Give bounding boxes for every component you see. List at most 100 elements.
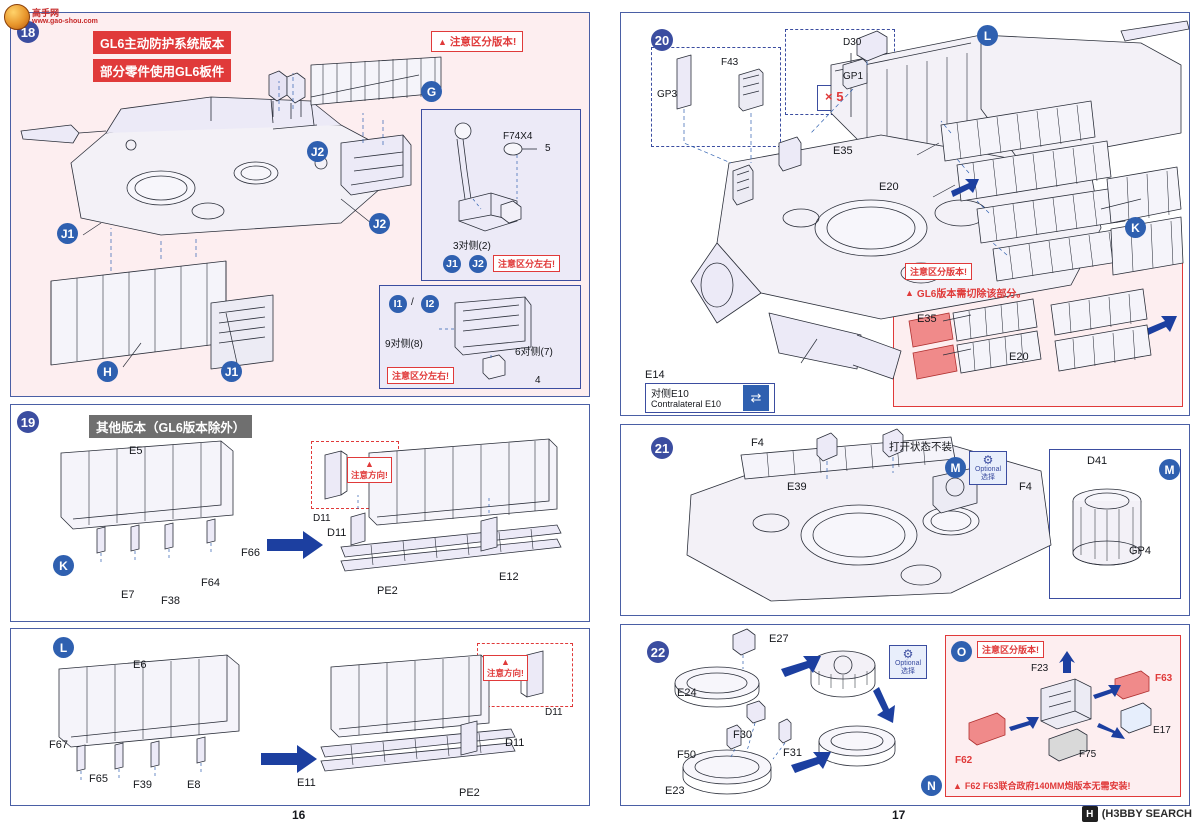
callout-l-right: L [977,25,998,46]
mirror-icon: ⇄ [743,385,769,411]
callout-i1-inset: I1 [389,295,407,313]
step-20-cut-note: ▲ GL6版本需切除该部分。 [905,287,1027,301]
callout-j2-inset: J2 [469,255,487,273]
label-e24: E24 [677,687,697,699]
label-e11: E11 [297,777,316,789]
watermark-right-text: (H3BBY SEARCH [1101,808,1192,820]
step-21-number: 21 [651,437,673,459]
step-20-number: 20 [651,29,673,51]
step-20-panel: 20 L K GP3 F43 D30 GP1 × 5 E35 E20 E14 对… [620,12,1190,416]
step-18-artwork [20,56,442,370]
label-d41: D41 [1087,455,1108,467]
warning-triangle-icon: ▲ [438,36,447,47]
step-22-optional-badge: ⚙ Optional 选择 [889,645,927,679]
callout-h: H [97,361,118,382]
label-f4-b: F4 [1019,481,1032,493]
label-d30: D30 [843,37,862,48]
label-e8: E8 [187,779,201,791]
label-f63: F63 [1155,673,1173,684]
label-f38: F38 [161,595,180,607]
step-18-panel: 18 GL6主动防护系统版本 部分零件使用GL6板件 ▲ 注意区分版本! G J… [10,12,590,397]
callout-k: K [53,555,74,576]
globe-icon [4,4,30,30]
label-f62: F62 [955,755,973,766]
step-22-artwork [674,628,896,795]
label-f4-a: F4 [751,437,764,449]
gear-icon: ⚙ [982,453,994,468]
callout-m-inset: M [1159,459,1180,480]
left-page-number: 16 [292,808,306,822]
label-e27: E27 [769,633,789,645]
part-5-label: 5 [545,143,551,154]
label-e5: E5 [129,445,143,457]
label-gp3: GP3 [657,89,678,100]
callout-j1-left: J1 [57,223,78,244]
callout-j1-bottom: J1 [221,361,242,382]
step-18-inset-a [421,109,581,281]
step-20-gp3-inset [651,47,781,147]
multiplier-label: × 5 [825,89,844,104]
step-21-open-note: 打开状态不装 [889,441,952,453]
contralateral-en: Contralateral E10 [651,399,722,409]
step-22-version-warning: 注意区分版本! [977,641,1044,658]
label-d11-inset: D11 [313,513,331,524]
warning-triangle-icon: ▲ [500,657,510,667]
step-22-o-inset-artwork [968,651,1152,762]
step-22-footnote: ▲ F62 F63联合政府140MM炮版本无需安装! [953,780,1131,792]
callout-j1-inset: J1 [443,255,461,273]
callout-n: N [921,775,942,796]
step-19-panel: 19 其他版本（GL6版本除外） E5 F66 E7 F38 F64 D11 P… [10,404,590,622]
step-21-d41-artwork [1072,488,1142,566]
step-21-panel: 21 F4 F4 E39 打开状态不装 ⚙ Optional 选择 M [620,424,1190,616]
inset-b-left-note: 9对侧(8) [385,339,423,350]
step-22-panel: 22 E27 E24 F30 F50 F31 E23 ⚙ Optional 选择… [620,624,1190,806]
step-18-title-sub: 部分零件使用GL6板件 [93,59,232,82]
label-f64: F64 [201,577,220,589]
label-d11-inset-l: D11 [545,707,563,718]
step-l-panel: L E6 F67 F65 F39 E8 E11 PE2 D11 ▲ 注意方向! … [10,628,590,806]
label-f50: F50 [677,749,696,761]
label-e12: E12 [499,571,519,583]
label-e20-cut: E20 [1009,351,1029,363]
inset-a-note: 3对侧(2) [453,241,491,252]
callout-g: G [421,81,442,102]
callout-j2-top: J2 [307,141,328,162]
label-e23: E23 [665,785,685,797]
label-e39: E39 [787,481,807,493]
callout-k-right: K [1125,217,1146,238]
step-21-optional-badge: ⚙ Optional 选择 [969,451,1007,485]
label-pe2-l: PE2 [459,787,480,799]
label-f23: F23 [1031,663,1049,674]
contralateral-cn: 对侧E10 [651,389,689,400]
label-f75: F75 [1079,749,1097,760]
inset-b-part-4: 4 [535,375,541,386]
watermark-right: H (H3BBY SEARCH [1081,806,1192,822]
watermark-left: 高手网 www.gao-shou.com [4,4,98,30]
step-19-number: 19 [17,411,39,433]
gear-icon: ⚙ [902,647,914,662]
step-18-version-warning: ▲ 注意区分版本! [431,31,524,52]
step-18-title-main: GL6主动防护系统版本 [93,31,232,54]
step-21-artwork [686,428,1052,602]
label-d11-l: D11 [505,737,525,749]
step-19-title: 其他版本（GL6版本除外） [89,415,253,438]
label-e17: E17 [1153,725,1171,736]
step-22-number: 22 [647,641,669,663]
step-20-gl6-cut-artwork [908,288,1152,380]
label-f67: F67 [49,739,68,751]
label-f65: F65 [89,773,108,785]
label-pe2: PE2 [377,585,398,597]
callout-j2-right: J2 [369,213,390,234]
step-18-inset-b-artwork [439,296,532,380]
label-e14: E14 [645,369,665,381]
label-f39: F39 [133,779,152,791]
label-f31: F31 [783,747,802,759]
callout-i2-inset: I2 [421,295,439,313]
label-e7: E7 [121,589,135,601]
callout-o: O [951,641,972,662]
step-19-artwork [60,438,562,572]
right-page-number: 17 [892,808,906,822]
callout-l-left: L [53,637,74,658]
label-f66: F66 [241,547,260,559]
step-20-artwork [676,20,1190,380]
